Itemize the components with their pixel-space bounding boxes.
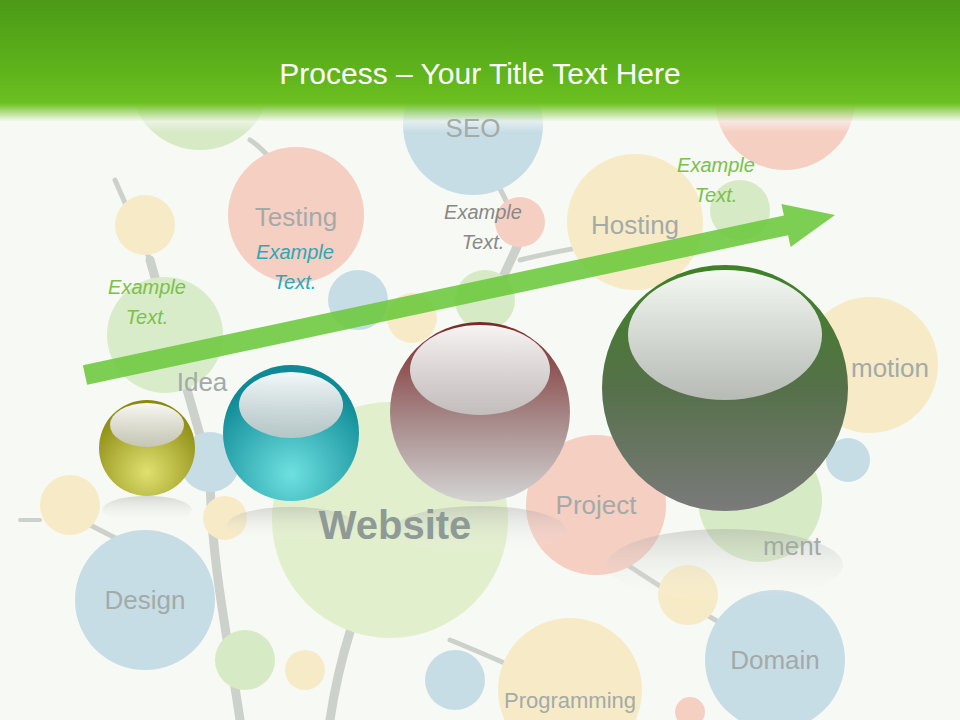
background-word: motion: [851, 349, 929, 388]
background-word: Programming: [504, 683, 636, 716]
background-word: ment: [763, 527, 821, 566]
slide-title: Process – Your Title Text Here: [0, 52, 960, 96]
glass-spheres: [99, 265, 848, 511]
background-word: Testing: [255, 198, 337, 237]
background-word: Design: [105, 581, 186, 620]
background-word: SEO: [446, 109, 501, 148]
background-word: Website: [319, 495, 472, 555]
example-text: Example Text.: [437, 197, 529, 257]
background-word: Domain: [730, 641, 820, 680]
example-text: Example Text.: [249, 237, 341, 297]
background-word: Project: [556, 486, 637, 525]
background-word: Idea: [177, 363, 228, 402]
example-text: Example Text.: [670, 150, 762, 210]
example-text: Example Text.: [101, 272, 193, 332]
background-word: Hosting: [591, 206, 679, 245]
sphere-reflections: [102, 496, 843, 601]
